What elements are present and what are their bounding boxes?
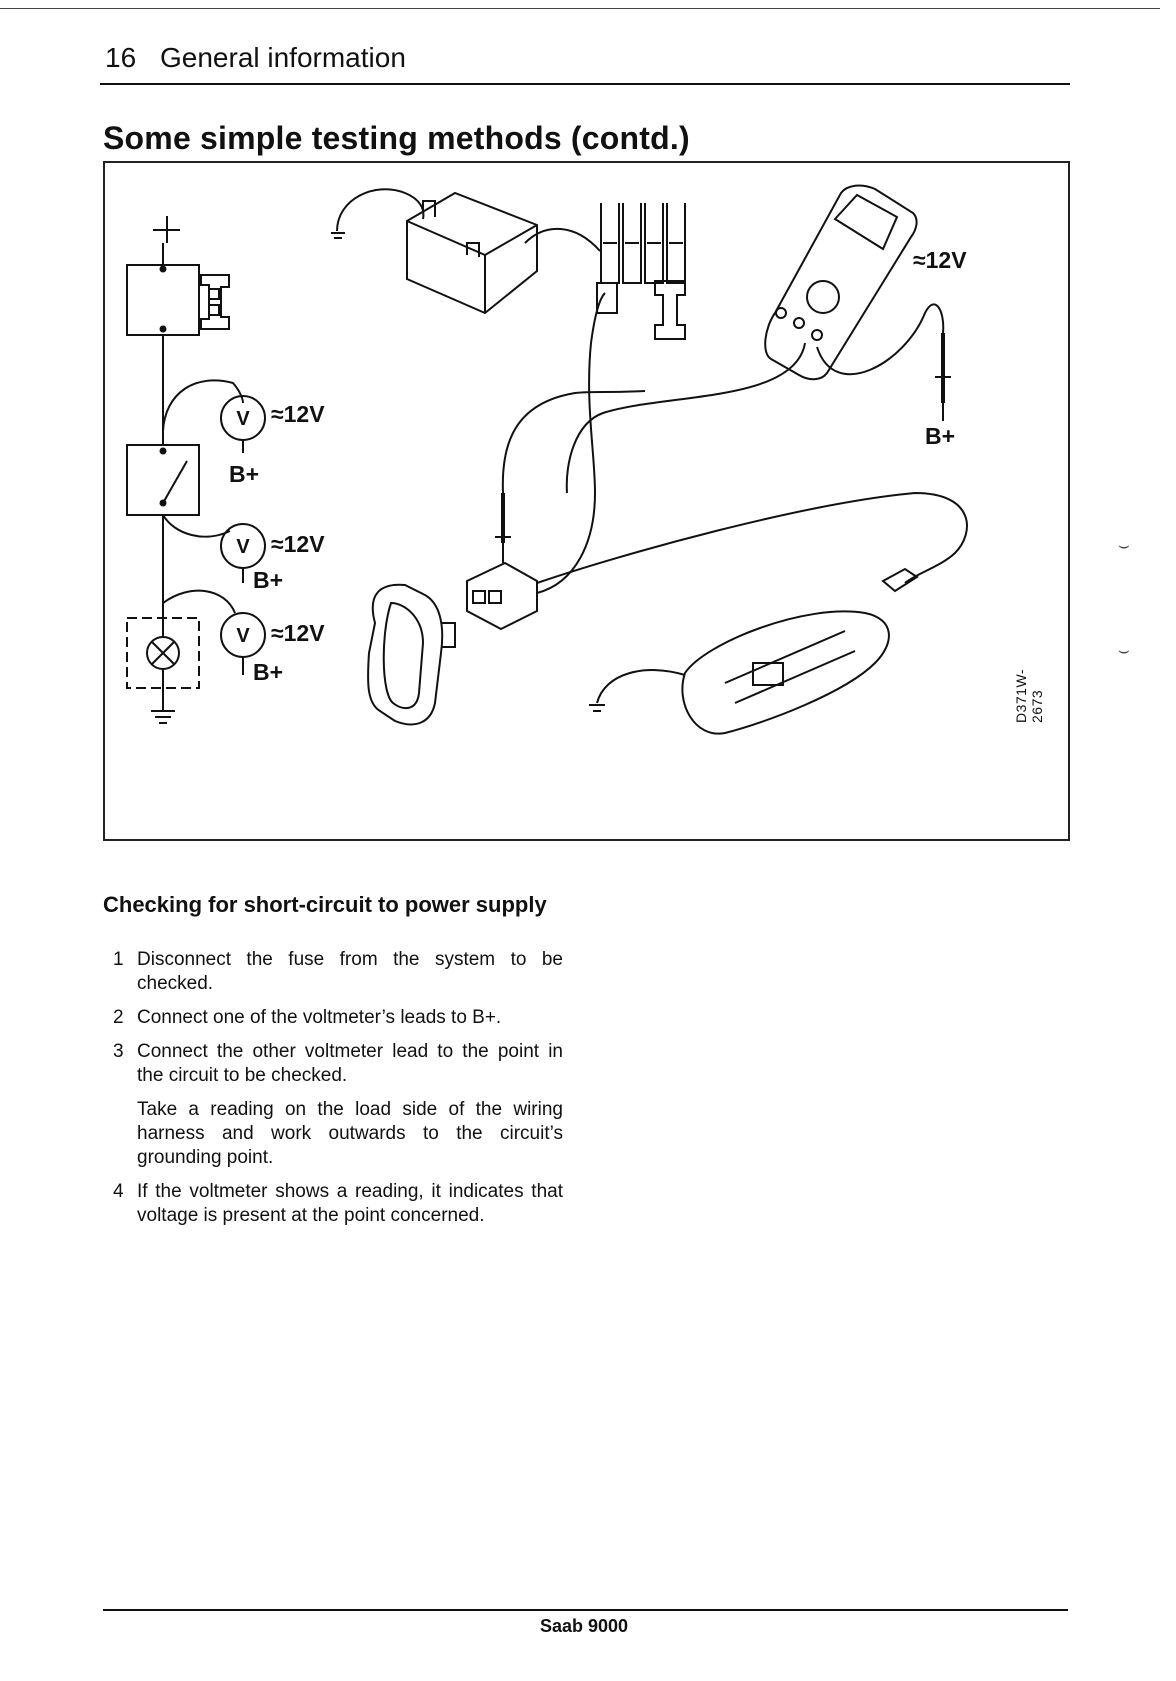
scan-edge-mark: ⌣ <box>1118 640 1130 660</box>
step-text: If the voltmeter shows a reading, it ind… <box>137 1181 563 1226</box>
multimeter-dial <box>806 280 840 314</box>
meter-lead-red <box>816 303 945 376</box>
v3-reading: ≈12V <box>271 620 325 646</box>
battery-edges <box>406 220 538 313</box>
page-header: 16 General information <box>100 38 1070 85</box>
rocker-switch-pin <box>441 622 456 648</box>
v1-lead <box>162 379 244 432</box>
v2-reading: ≈12V <box>271 531 325 557</box>
v2-reference: B+ <box>253 567 284 593</box>
rocker-switch-icon <box>367 583 444 726</box>
lamp-tube <box>724 630 856 704</box>
scan-edge-mark: ⌣ <box>1118 535 1130 555</box>
testing-figure: V V V ≈12V B+ ≈12V B+ ≈12V B+ ≈12V B+ D3… <box>103 161 1070 841</box>
step-text: Connect one of the voltmeter’s leads to … <box>137 1007 502 1028</box>
step-number: 3 <box>113 1041 124 1062</box>
battery-terminals <box>422 200 480 257</box>
meter-reading: ≈12V <box>913 247 967 273</box>
v1-reading: ≈12V <box>271 401 325 427</box>
step-item: 2 Connect one of the voltmeter’s leads t… <box>103 1006 563 1030</box>
switch-lever <box>162 460 188 504</box>
step-item: 1 Disconnect the fuse from the system to… <box>103 948 563 996</box>
harness-wire <box>536 491 968 584</box>
page-number: 16 <box>105 42 137 73</box>
steps-list: 1 Disconnect the fuse from the system to… <box>103 948 563 1238</box>
step-item: 4 If the voltmeter shows a reading, it i… <box>103 1180 563 1228</box>
multimeter-display <box>833 193 899 251</box>
meter-lead-black <box>565 342 806 494</box>
step-number: 2 <box>113 1007 124 1028</box>
figure-code: D371W-2673 <box>1013 668 1045 723</box>
fuse-detail <box>208 288 220 316</box>
v3-reference: B+ <box>253 659 284 685</box>
fuse-icon <box>200 274 230 330</box>
lamp-ground-lead <box>596 669 686 704</box>
lamp-unit-icon <box>681 610 890 735</box>
probe-reference: B+ <box>925 423 956 449</box>
fuse-box <box>126 264 200 336</box>
connector-icon <box>466 561 538 631</box>
step-note-text: Take a reading on the load side of the w… <box>137 1099 563 1168</box>
voltmeter-1-symbol: V <box>236 408 250 430</box>
removed-fuse-icon <box>596 282 618 314</box>
multimeter-icon <box>764 184 918 381</box>
step-number: 4 <box>113 1181 124 1202</box>
fuse-wire <box>536 292 606 594</box>
v1-reference: B+ <box>229 461 260 487</box>
top-edge-rule <box>0 8 1160 9</box>
footer-rule <box>103 1609 1068 1611</box>
step-text: Disconnect the fuse from the system to b… <box>137 949 563 994</box>
voltmeter-3-symbol: V <box>236 625 250 647</box>
v3-lead <box>162 589 236 614</box>
step-text: Connect the other voltmeter lead to the … <box>137 1041 563 1086</box>
step-item: 3 Connect the other voltmeter lead to th… <box>103 1040 563 1088</box>
section-name: General information <box>160 42 406 73</box>
footer-model: Saab 9000 <box>540 1616 629 1636</box>
plug-icon <box>881 567 919 593</box>
section-heading: Checking for short-circuit to power supp… <box>103 892 547 917</box>
voltmeter-2-symbol: V <box>236 536 250 558</box>
battery-icon <box>406 191 538 315</box>
step-note: Take a reading on the load side of the w… <box>103 1098 563 1170</box>
v2-lead <box>162 514 231 538</box>
step-number: 1 <box>113 949 124 970</box>
battery-ground-lead <box>336 188 425 232</box>
wiring-illustration: V V V <box>126 184 968 735</box>
page-title: Some simple testing methods (contd.) <box>103 120 690 156</box>
battery-wire <box>524 228 601 252</box>
blade-fuse-icon <box>654 280 686 340</box>
probe-left-lead <box>501 390 646 494</box>
